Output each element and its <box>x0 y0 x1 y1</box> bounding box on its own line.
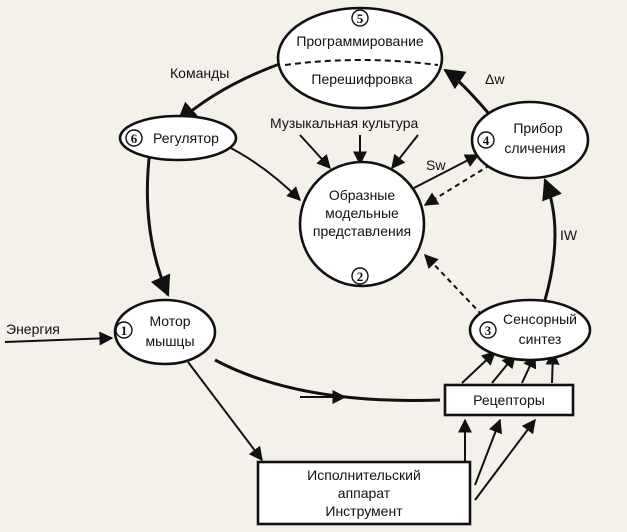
regulator-number: 6 <box>131 131 138 146</box>
arrow-representations-to-comparator <box>409 154 480 191</box>
node-programming: 5 Программирование Перешифровка <box>276 6 444 110</box>
regulator-label: Регулятор <box>153 130 219 146</box>
arrow-receptors-sensory-1 <box>461 351 497 384</box>
node-comparator: 4 Прибор сличения <box>470 100 590 180</box>
label-sw: Sw <box>426 157 446 173</box>
node-motor: 1 Мотор мышцы <box>113 298 217 366</box>
sensory-line2: синтез <box>519 331 562 347</box>
programming-divider <box>284 59 439 66</box>
motor-line2: мышцы <box>146 333 195 349</box>
label-iw: IW <box>560 227 578 243</box>
programming-line2: Перешифровка <box>311 71 412 87</box>
representations-line1: Образные <box>329 187 396 203</box>
executor-line2: аппарат <box>338 485 391 501</box>
node-sensory: 3 Сенсорный синтез <box>468 298 592 362</box>
arc-regulator-to-motor <box>145 149 171 297</box>
label-energy: Энергия <box>6 321 60 337</box>
label-delta-w: Δw <box>485 71 505 87</box>
box-receptors: Рецепторы <box>443 383 575 417</box>
sensory-number: 3 <box>485 323 492 338</box>
representations-line2: модельные <box>325 205 399 221</box>
arrow-executor-receptors-2 <box>474 418 503 486</box>
executor-line1: Исполнительский <box>307 467 421 483</box>
executor-line3: Инструмент <box>325 503 403 519</box>
arrow-executor-receptors-3 <box>474 418 536 501</box>
node-regulator: 6 Регулятор <box>118 114 238 162</box>
representations-line3: представления <box>313 223 411 239</box>
arrow-regulator-to-representations <box>224 144 301 201</box>
arc-motor-to-receptors <box>214 358 441 402</box>
dashed-comparator-to-representations <box>423 164 491 206</box>
arc-comparator-to-programming <box>443 68 492 116</box>
arc-sensory-to-comparator <box>542 178 562 301</box>
motor-line1: Мотор <box>149 313 190 329</box>
sensory-line1: Сенсорный <box>503 311 577 327</box>
label-commands: Команды <box>170 65 229 81</box>
representations-number: 2 <box>357 269 364 284</box>
comparator-line2: сличения <box>504 140 565 156</box>
motor-number: 1 <box>121 323 128 338</box>
energy-arrow <box>4 331 114 346</box>
programming-number-label: 5 <box>357 11 364 26</box>
node-representations: Образные модельные представления 2 <box>298 160 426 288</box>
comparator-line1: Прибор <box>513 120 562 136</box>
comparator-number: 4 <box>483 133 490 148</box>
programming-line1: Программирование <box>296 33 424 49</box>
receptors-label: Рецепторы <box>473 392 545 408</box>
arrow-culture-left <box>299 134 331 170</box>
arrow-motor-to-executor <box>187 361 263 462</box>
label-music-culture: Музыкальная культура <box>270 115 419 131</box>
dashed-sensory-to-representations <box>424 253 483 316</box>
box-executor: Исполнительский аппарат Инструмент <box>256 460 472 526</box>
arrow-culture-right <box>391 134 419 170</box>
arc-programming-to-regulator <box>176 60 286 124</box>
